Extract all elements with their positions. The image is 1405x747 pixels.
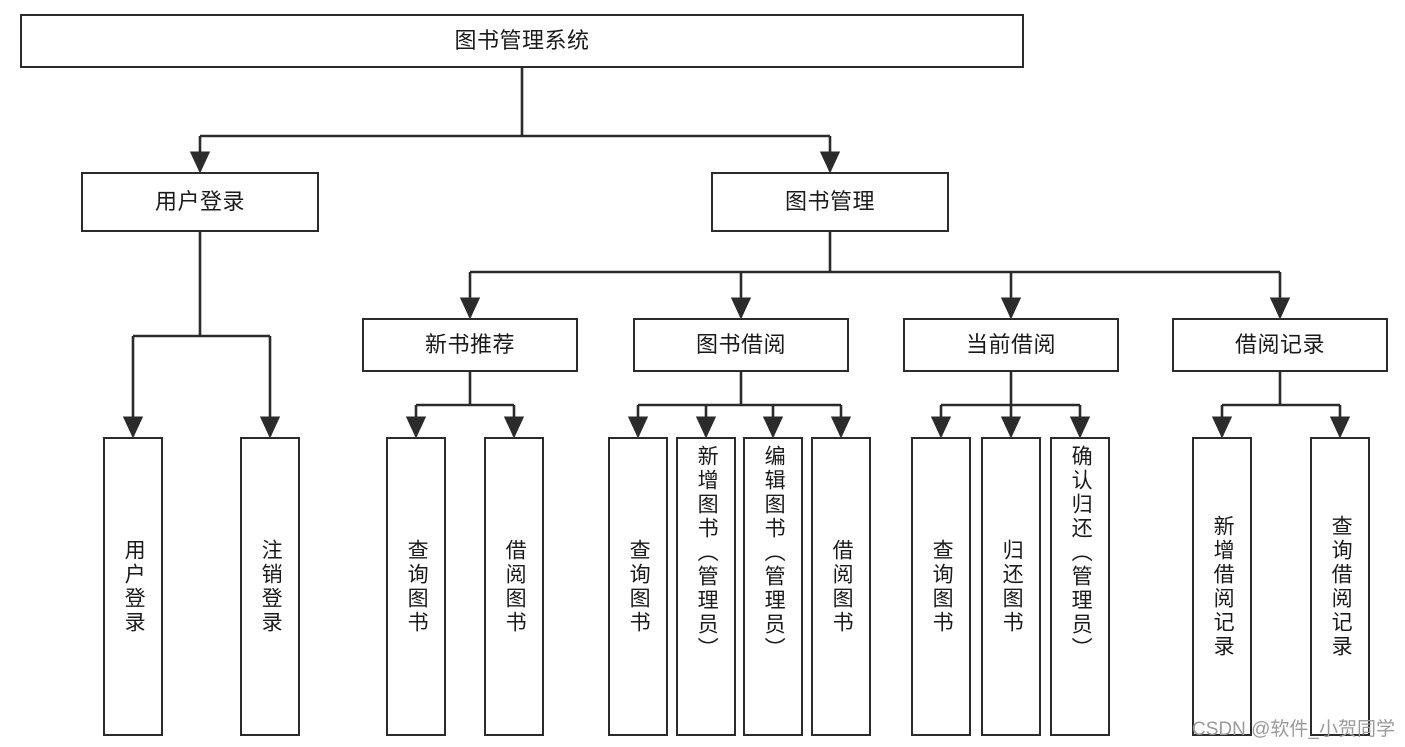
node-leaf-edit-book-label: 编辑图书（管理员） (762, 445, 786, 661)
node-leaf-user-login[interactable]: 用户登录 (103, 437, 163, 736)
node-leaf-confirm-return-label: 确认归还（管理员） (1069, 445, 1093, 661)
node-leaf-logout[interactable]: 注销登录 (240, 437, 300, 736)
node-leaf-borrow-book-2[interactable]: 借阅图书 (811, 437, 871, 736)
node-leaf-add-record[interactable]: 新增借阅记录 (1192, 437, 1252, 736)
node-root[interactable]: 图书管理系统 (20, 14, 1024, 68)
node-leaf-add-book[interactable]: 新增图书（管理员） (676, 437, 736, 736)
node-current-borrow[interactable]: 当前借阅 (903, 318, 1119, 372)
node-leaf-add-book-label: 新增图书（管理员） (695, 445, 719, 661)
node-leaf-query-record[interactable]: 查询借阅记录 (1310, 437, 1370, 736)
node-borrow-record-label: 借阅记录 (1234, 331, 1325, 357)
node-new-book-recommend-label: 新书推荐 (424, 331, 515, 357)
node-borrow-record[interactable]: 借阅记录 (1172, 318, 1388, 372)
node-book-manage-label: 图书管理 (784, 188, 875, 214)
node-book-manage[interactable]: 图书管理 (711, 172, 949, 232)
node-leaf-edit-book[interactable]: 编辑图书（管理员） (743, 437, 803, 736)
node-leaf-query-book-3[interactable]: 查询图书 (911, 437, 971, 736)
node-book-borrow[interactable]: 图书借阅 (633, 318, 849, 372)
node-leaf-query-book-2[interactable]: 查询图书 (608, 437, 668, 736)
node-leaf-logout-label: 注销登录 (259, 538, 283, 635)
node-leaf-borrow-book-1[interactable]: 借阅图书 (484, 437, 544, 736)
node-new-book-recommend[interactable]: 新书推荐 (362, 318, 578, 372)
edge-group (122, 68, 1351, 439)
node-leaf-borrow-book-2-label: 借阅图书 (830, 538, 854, 635)
node-leaf-confirm-return[interactable]: 确认归还（管理员） (1050, 437, 1110, 736)
node-leaf-query-book-3-label: 查询图书 (930, 538, 954, 635)
node-leaf-query-book-1-label: 查询图书 (405, 538, 429, 635)
node-leaf-return-book-label: 归还图书 (1000, 538, 1024, 635)
node-leaf-add-record-label: 新增借阅记录 (1211, 514, 1235, 659)
node-root-label: 图书管理系统 (454, 27, 590, 53)
node-leaf-borrow-book-1-label: 借阅图书 (503, 538, 527, 635)
node-leaf-query-book-2-label: 查询图书 (627, 538, 651, 635)
node-user-login-label: 用户登录 (154, 188, 245, 214)
node-leaf-query-book-1[interactable]: 查询图书 (386, 437, 446, 736)
node-leaf-user-login-label: 用户登录 (122, 538, 146, 635)
node-user-login[interactable]: 用户登录 (81, 172, 319, 232)
node-leaf-return-book[interactable]: 归还图书 (981, 437, 1041, 736)
node-current-borrow-label: 当前借阅 (965, 331, 1056, 357)
node-book-borrow-label: 图书借阅 (695, 331, 786, 357)
node-leaf-query-record-label: 查询借阅记录 (1329, 514, 1353, 659)
